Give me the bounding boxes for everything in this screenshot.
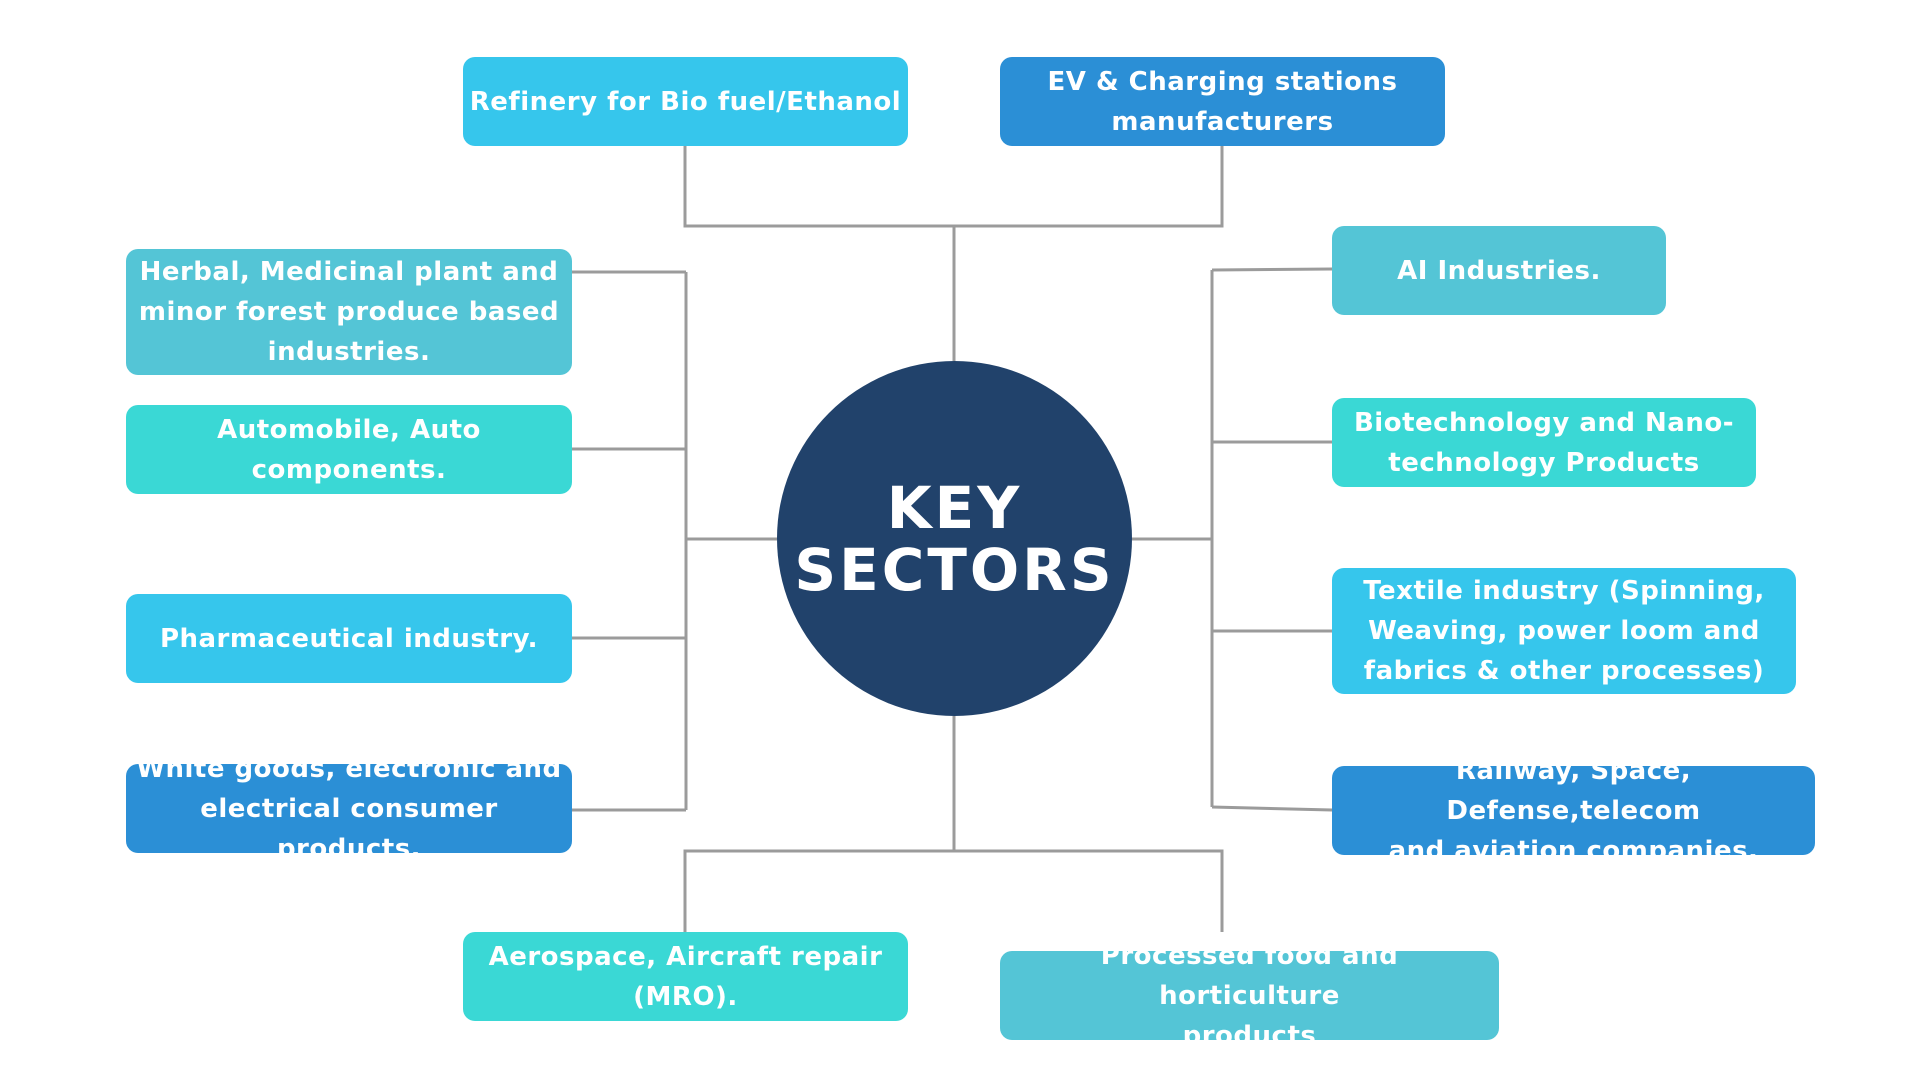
connector-top-branch: [683, 146, 1224, 228]
sector-processed-food: Processed food and horticulture products: [1000, 941, 1499, 1051]
sector-railway-space-defense: Railway, Space, Defense,telecom and avia…: [1332, 756, 1815, 866]
sector-textile: Textile industry (Spinning, Weaving, pow…: [1332, 568, 1796, 694]
sector-herbal: Herbal, Medicinal plant and minor forest…: [126, 249, 572, 375]
sector-biotech: Biotechnology and Nano- technology Produ…: [1332, 398, 1756, 487]
sector-refinery: Refinery for Bio fuel/Ethanol: [463, 57, 908, 146]
sector-automobile: Automobile, Auto components.: [126, 405, 572, 494]
sector-white-goods: White goods, electronic and electrical c…: [126, 754, 572, 864]
connector-bottom-branch: [683, 849, 1224, 932]
key-sectors-center: KEY SECTORS: [777, 361, 1132, 716]
connector-right-ai: [1211, 267, 1333, 272]
sector-ev-charging: EV & Charging stations manufacturers: [1000, 57, 1445, 146]
sector-ai: AI Industries.: [1332, 226, 1666, 315]
sector-aerospace: Aerospace, Aircraft repair (MRO).: [463, 932, 908, 1021]
connector-right-railway: [1211, 805, 1333, 812]
sector-pharmaceutical: Pharmaceutical industry.: [126, 594, 572, 683]
